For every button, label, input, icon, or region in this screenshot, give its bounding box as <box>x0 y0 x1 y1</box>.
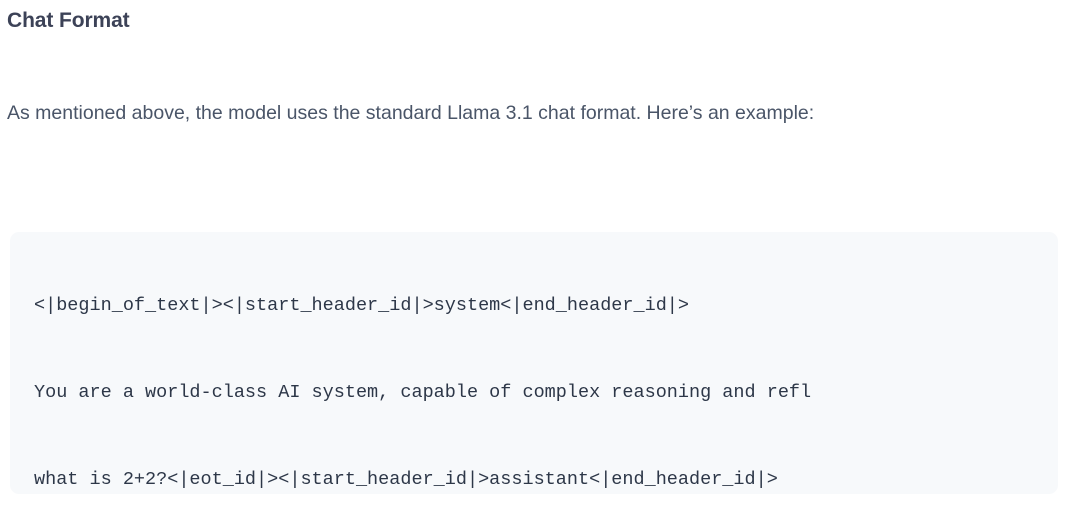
code-block[interactable]: <|begin_of_text|><|start_header_id|>syst… <box>10 232 1058 494</box>
intro-paragraph: As mentioned above, the model uses the s… <box>7 102 815 124</box>
code-line: what is 2+2?<|eot_id|><|start_header_id|… <box>34 469 778 490</box>
page-title: Chat Format <box>7 9 130 32</box>
code-line: You are a world-class AI system, capable… <box>34 382 812 403</box>
code-line: <|begin_of_text|><|start_header_id|>syst… <box>34 295 690 316</box>
code-block-content: <|begin_of_text|><|start_header_id|>syst… <box>10 232 1058 494</box>
